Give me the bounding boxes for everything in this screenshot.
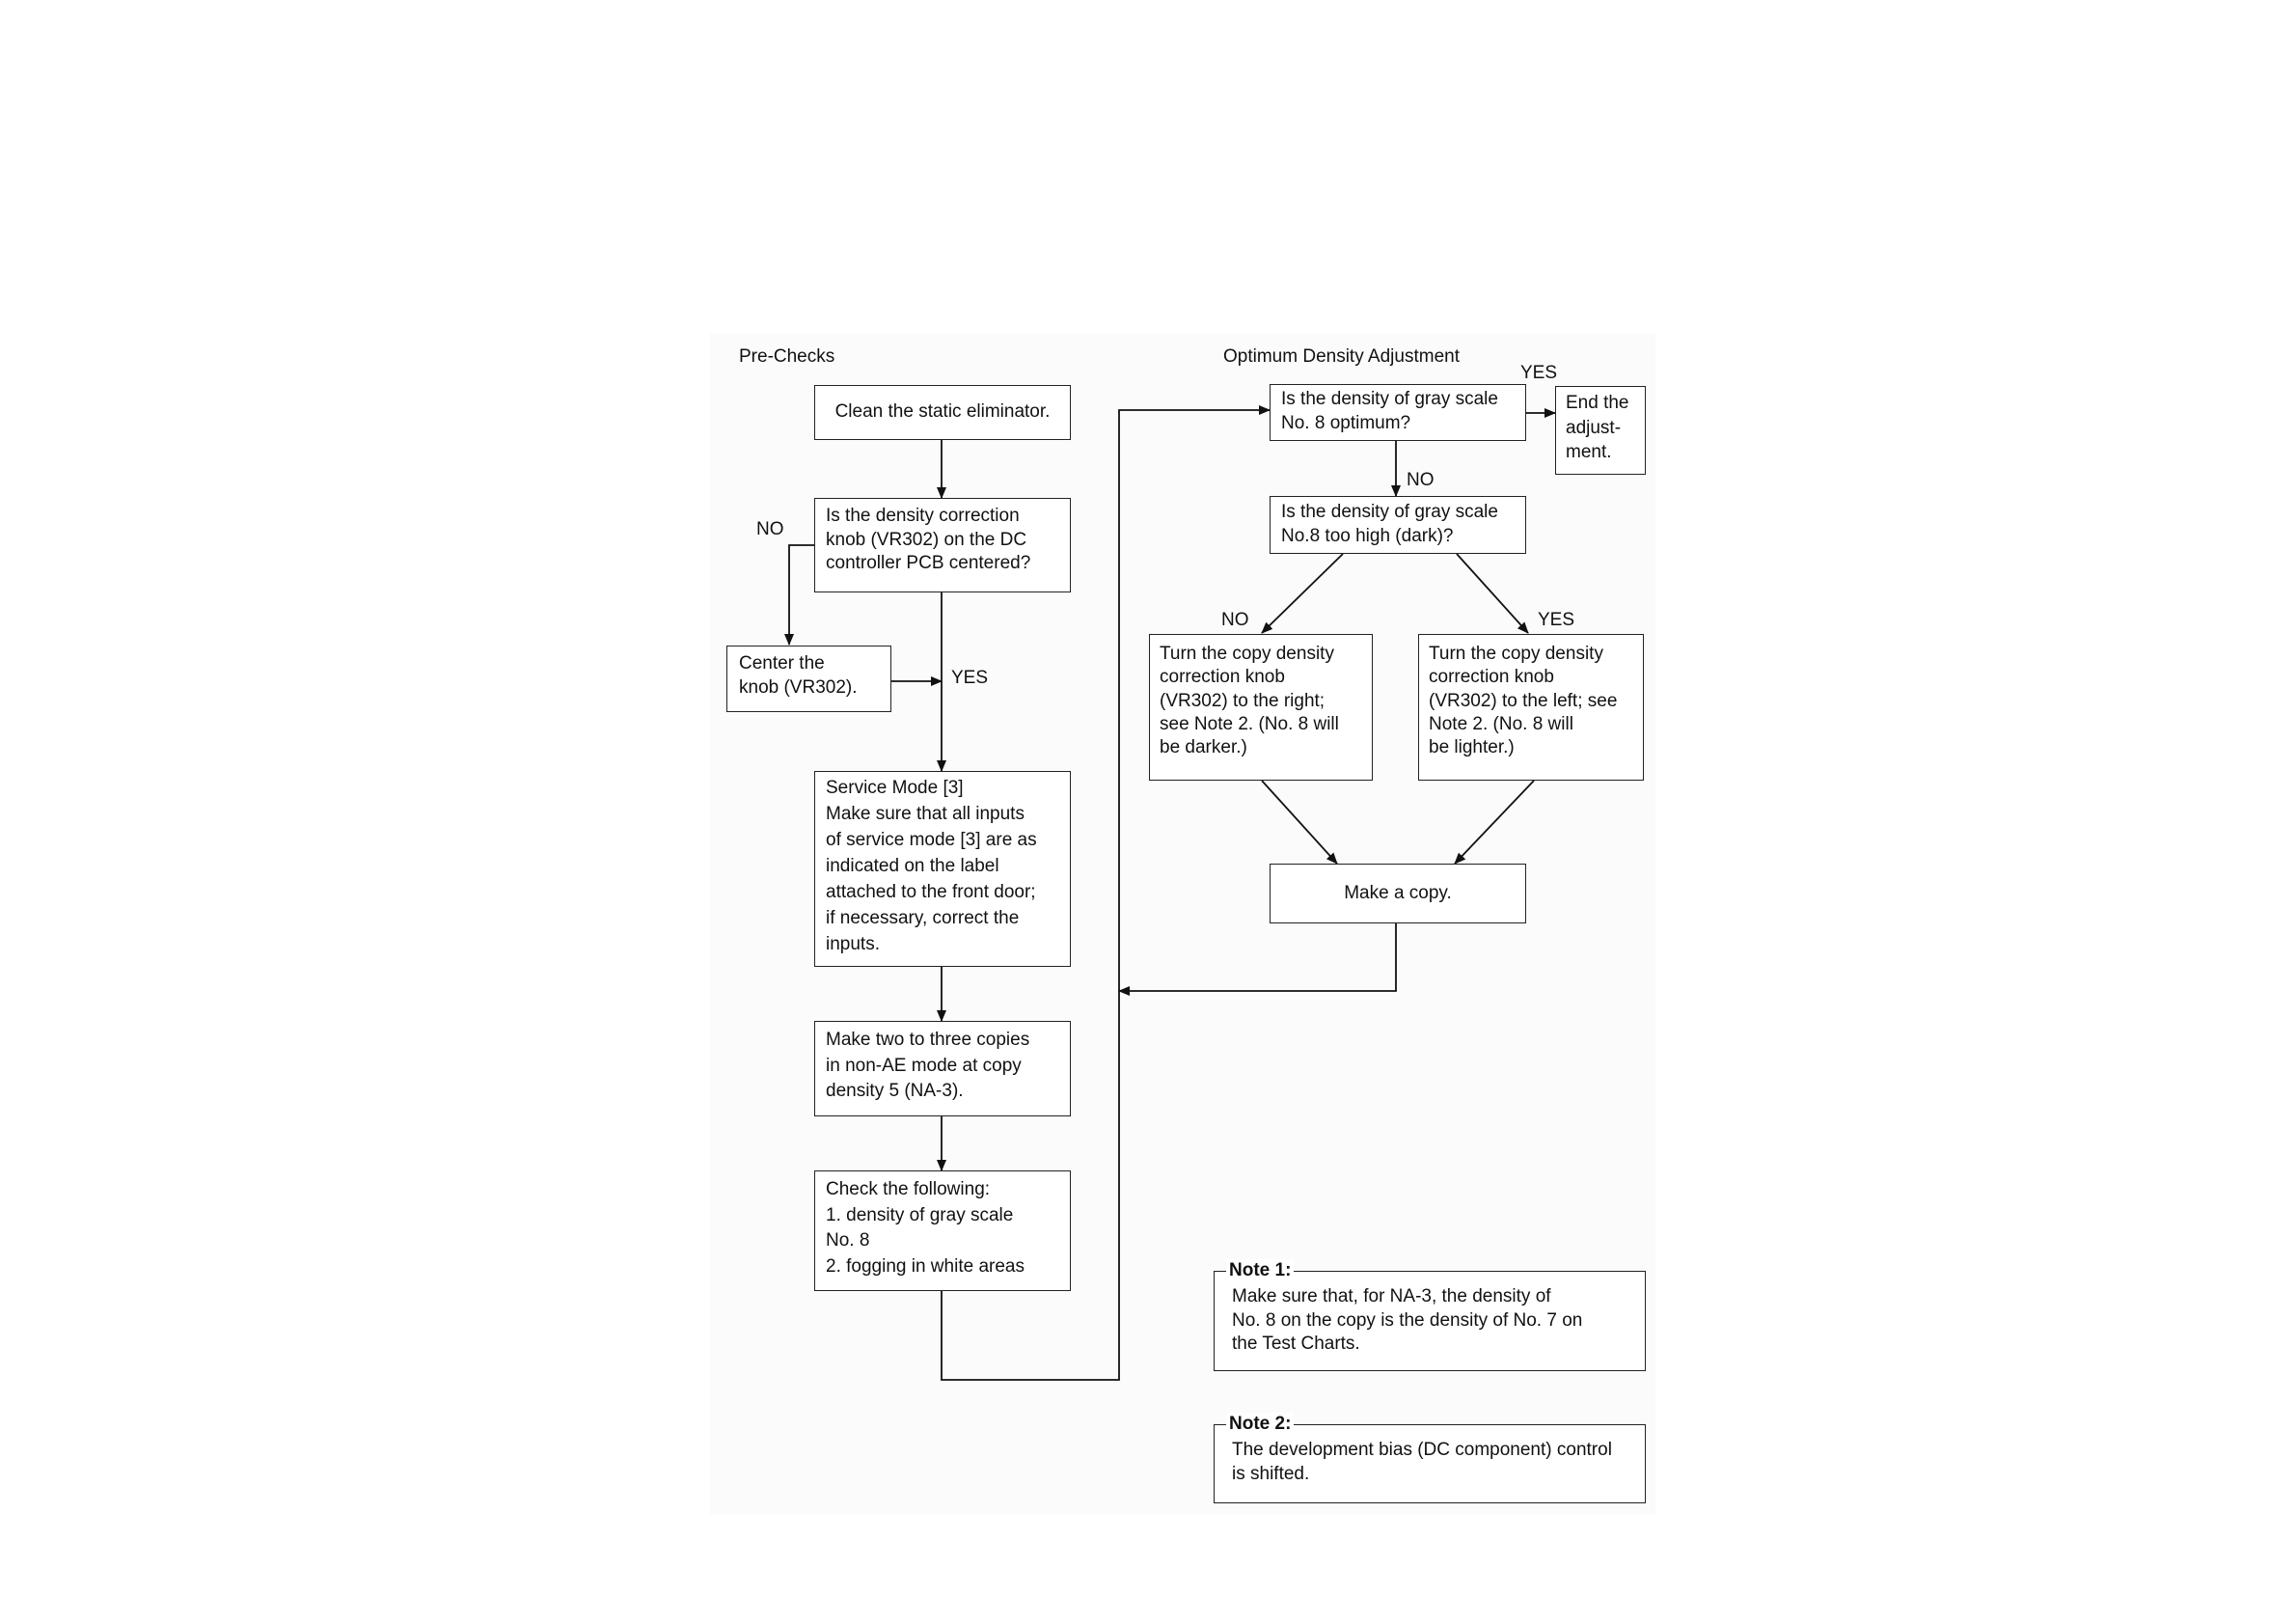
turn-right-box: Turn the copy density correction knob (V…: [1149, 634, 1373, 781]
arrow-dark-yes-to-turn-left: [1456, 553, 1529, 634]
note-2-body: The development bias (DC component) cont…: [1232, 1440, 1612, 1484]
label-no-dark: NO: [1221, 610, 1249, 630]
note-1-body: Make sure that, for NA-3, the density of…: [1232, 1286, 1583, 1355]
note-1-box: Note 1: Make sure that, for NA-3, the de…: [1214, 1259, 1646, 1371]
arrow-knob-no-to-center: [784, 544, 818, 646]
optimum-density-title: Optimum Density Adjustment: [1223, 346, 1460, 367]
make-a-copy-box: Make a copy.: [1270, 864, 1526, 923]
arrow-copy-loop-back: [1118, 923, 1397, 996]
line-check-to-loop: [941, 405, 1271, 1381]
label-yes-optimum: YES: [1520, 363, 1558, 383]
label-no-knob: NO: [756, 519, 784, 539]
check-following-box: Check the following: 1. density of gray …: [814, 1170, 1071, 1291]
pre-checks-title: Pre-Checks: [739, 346, 835, 367]
label-no-optimum: NO: [1407, 470, 1435, 490]
clean-static-eliminator-box: Clean the static eliminator.: [814, 385, 1071, 440]
label-yes-dark: YES: [1538, 610, 1575, 630]
turn-left-box: Turn the copy density correction knob (V…: [1418, 634, 1644, 781]
too-high-question-box: Is the density of gray scale No.8 too hi…: [1270, 496, 1526, 554]
arrow-dark-no-to-turn-right: [1261, 553, 1344, 634]
knob-centered-question-box: Is the density correction knob (VR302) o…: [814, 498, 1071, 592]
note-1-title: Note 1:: [1226, 1259, 1295, 1283]
make-copies-box: Make two to three copies in non-AE mode …: [814, 1021, 1071, 1116]
center-knob-box: Center the knob (VR302).: [726, 646, 891, 712]
arrow-turn-left-to-copy: [1454, 780, 1535, 865]
arrow-turn-right-to-copy: [1261, 780, 1338, 865]
note-2-title: Note 2:: [1226, 1413, 1295, 1437]
label-yes-knob: YES: [951, 668, 989, 688]
end-adjustment-box: End the adjust- ment.: [1555, 386, 1646, 475]
note-2-box: Note 2: The development bias (DC compone…: [1214, 1413, 1646, 1503]
service-mode-box: Service Mode [3] Make sure that all inpu…: [814, 771, 1071, 967]
optimum-question-box: Is the density of gray scale No. 8 optim…: [1270, 384, 1526, 441]
